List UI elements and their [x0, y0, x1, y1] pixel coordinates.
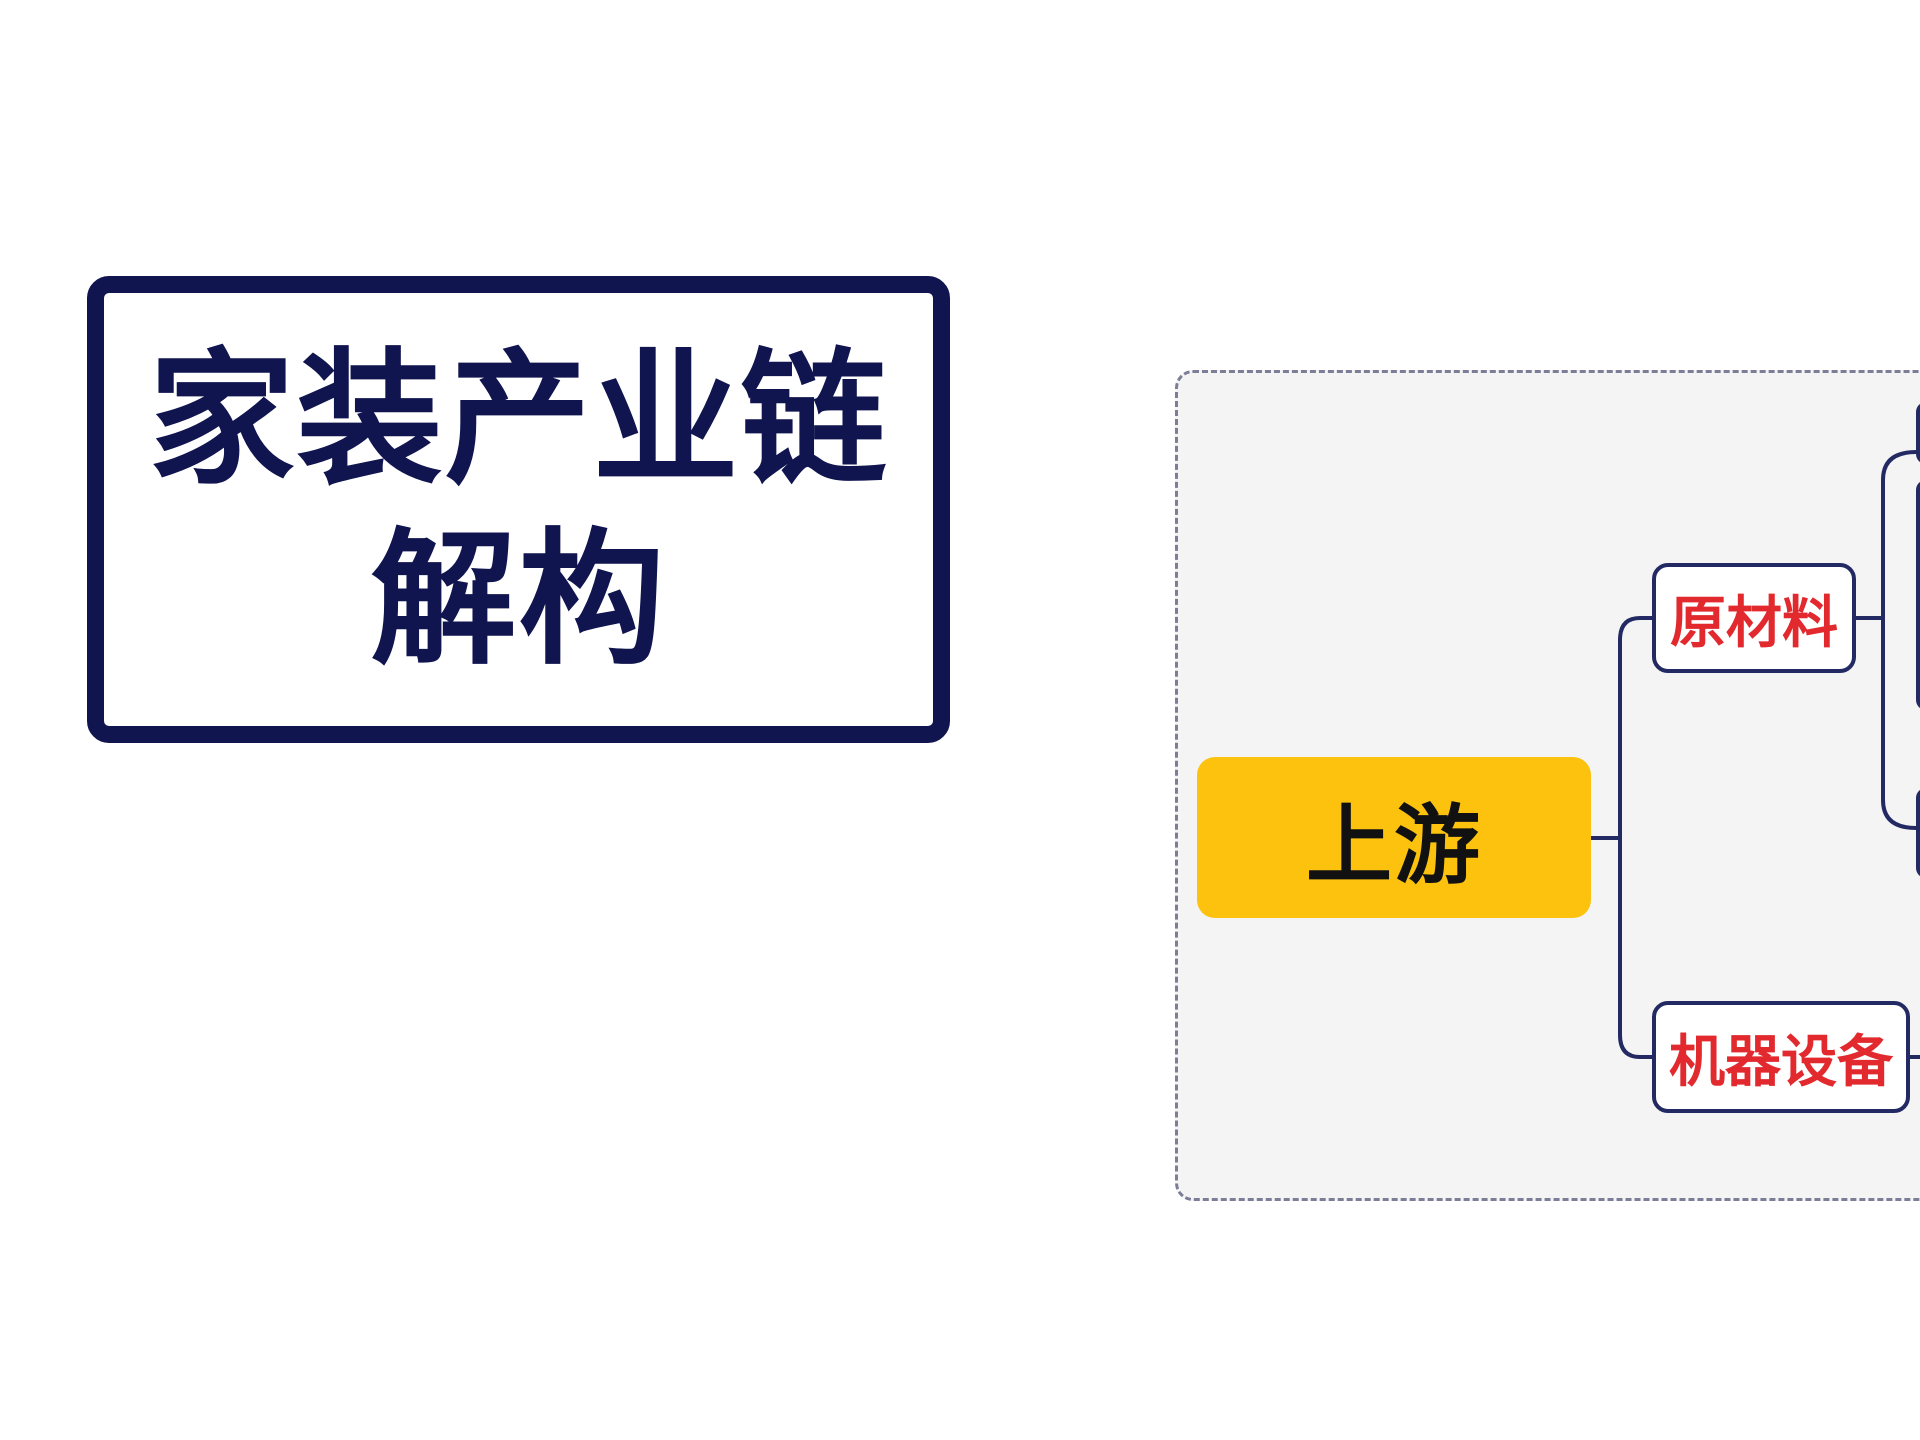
- child-node-machinery: 机器设备: [1652, 1001, 1910, 1113]
- clipped-node-3: [1916, 788, 1920, 878]
- clipped-node-2: [1916, 480, 1920, 710]
- child-node-label: 机器设备: [1669, 1029, 1893, 1095]
- child-node-raw-materials: 原材料: [1652, 563, 1856, 673]
- clipped-node-1: [1916, 402, 1920, 464]
- title-line-2: 解构: [370, 514, 667, 685]
- root-node-label: 上游: [1306, 796, 1482, 896]
- title-line-1: 家装产业链: [148, 334, 889, 505]
- title-box: 家装产业链 解构: [87, 276, 950, 743]
- root-node-upstream: 上游: [1197, 757, 1591, 918]
- child-node-label: 原材料: [1670, 590, 1838, 656]
